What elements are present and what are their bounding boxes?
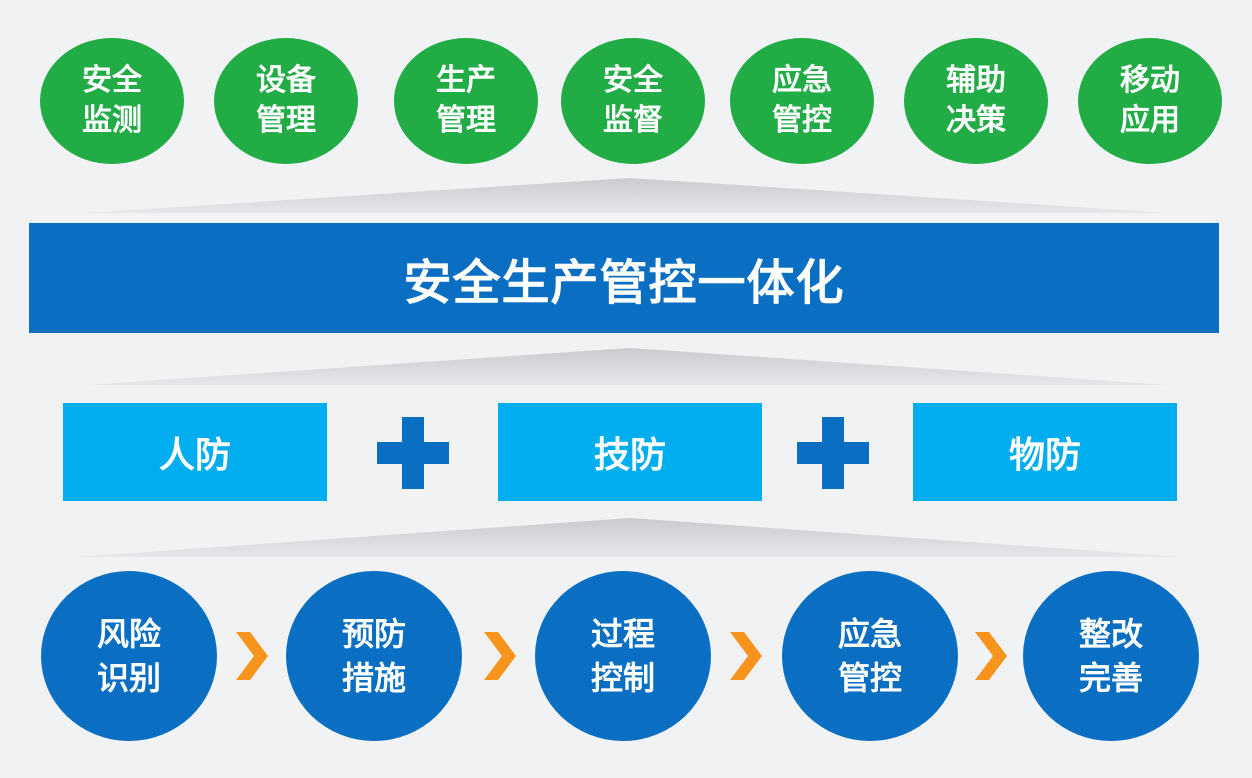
- module-label-line1: 安全: [82, 63, 142, 98]
- pillar-box-2: 技防: [498, 403, 762, 501]
- wedge-top: [85, 178, 1170, 213]
- step-label-line1: 风险: [96, 615, 161, 653]
- pillar-box-3: 物防: [913, 403, 1177, 501]
- step-label-line1: 应急: [837, 615, 902, 653]
- module-label-line2: 应用: [1120, 103, 1180, 138]
- module-label-line1: 设备: [256, 63, 316, 98]
- module-label-line2: 监测: [82, 103, 142, 138]
- module-circle-4: 安全监督: [561, 38, 705, 164]
- pillar-box-1: 人防: [63, 403, 327, 501]
- module-label-line1: 生产: [436, 63, 496, 98]
- wedge-bottom: [75, 518, 1182, 557]
- step-label-line1: 整改: [1078, 615, 1143, 653]
- pillar-label: 人防: [158, 435, 231, 476]
- plus-icon: [377, 417, 449, 489]
- module-label-line2: 管控: [772, 103, 832, 138]
- process-step-4: 应急管控: [782, 571, 958, 741]
- module-label-line2: 决策: [946, 103, 1006, 138]
- process-step-5: 整改完善: [1023, 571, 1199, 741]
- chevron-right-icon: [484, 632, 516, 680]
- chevron-right-icon: [975, 632, 1007, 680]
- process-step-1: 风险识别: [41, 571, 217, 741]
- process-step-2: 预防措施: [286, 571, 462, 741]
- module-circle-5: 应急管控: [730, 38, 874, 164]
- module-circle-6: 辅助决策: [904, 38, 1048, 164]
- chevron-right-icon: [730, 632, 762, 680]
- pillar-label: 物防: [1008, 435, 1081, 476]
- integration-banner: 安全生产管控一体化: [29, 223, 1219, 333]
- plus-icon: [797, 417, 869, 489]
- module-label-line2: 监督: [603, 103, 663, 138]
- step-label-line2: 措施: [341, 659, 406, 697]
- chevron-right-icon: [236, 632, 268, 680]
- step-label-line2: 完善: [1078, 659, 1143, 697]
- module-label-line1: 应急: [772, 63, 832, 98]
- banner-title: 安全生产管控一体化: [403, 255, 845, 311]
- module-circle-1: 安全监测: [40, 38, 184, 164]
- module-circle-3: 生产管理: [394, 38, 538, 164]
- module-label-line2: 管理: [256, 103, 316, 138]
- module-label-line1: 移动: [1120, 63, 1180, 98]
- step-label-line1: 预防: [341, 615, 406, 653]
- module-circle-2: 设备管理: [214, 38, 358, 164]
- module-label-line1: 安全: [603, 63, 663, 98]
- pillar-label: 技防: [593, 435, 666, 476]
- step-label-line1: 过程: [590, 615, 655, 653]
- module-label-line2: 管理: [436, 103, 496, 138]
- step-label-line2: 控制: [590, 659, 655, 697]
- step-label-line2: 识别: [96, 659, 161, 697]
- process-step-3: 过程控制: [535, 571, 711, 741]
- wedge-middle: [85, 348, 1170, 385]
- module-circle-7: 移动应用: [1078, 38, 1222, 164]
- step-label-line2: 管控: [837, 659, 902, 697]
- module-label-line1: 辅助: [946, 63, 1006, 98]
